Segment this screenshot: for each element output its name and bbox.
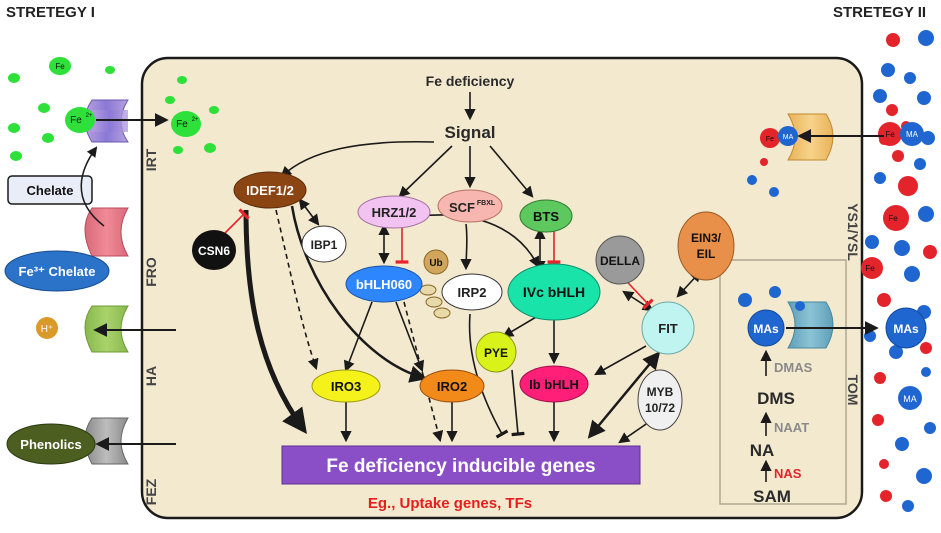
fe-ma-ma-label: MA (906, 130, 919, 139)
della-label: DELLA (600, 254, 640, 268)
ma-ion-label-out: MA (903, 394, 917, 404)
naat-label: NAAT (774, 420, 809, 435)
ein3-label-line1: EIN3/ (691, 231, 722, 245)
ib-bhlh-node (519, 365, 589, 403)
fe3-chelate (4, 250, 110, 292)
irp2-label: IRP2 (458, 285, 487, 300)
strategy-1-heading: STRETEGY I (6, 4, 95, 21)
myb-node (637, 369, 683, 431)
h-plus-label: H⁺ (41, 324, 54, 335)
fe2-ion-sup-3: 2+ (192, 117, 199, 123)
na-label: NA (750, 441, 775, 460)
chelate-box (7, 175, 93, 205)
myb-label-line1: MYB (647, 385, 674, 399)
pye-node (475, 331, 517, 373)
phenolics-label: Phenolics (20, 437, 81, 452)
iro3-label: IRO3 (331, 379, 361, 394)
fe2-ion-sup-2: 2+ (86, 113, 93, 119)
bts-label: BTS (533, 209, 559, 224)
fe-ma-in-ma-label: MA (783, 134, 794, 141)
tom-transporter (787, 301, 834, 349)
csn6-node (192, 230, 236, 270)
fe2-ions-inside: Fe 2+ (165, 76, 219, 154)
iro3-node (311, 369, 381, 403)
fe-ma-complex-inside: Fe MA (747, 126, 798, 197)
nas-label: NAS (774, 466, 802, 481)
hrz-node (357, 195, 431, 229)
ub-label: Ub (429, 258, 442, 269)
ein3-label-line2: EIL (697, 247, 716, 261)
pye-label: PYE (484, 346, 508, 360)
mas-inside-node (747, 309, 785, 347)
signal-label: Signal (444, 123, 495, 142)
ib-bhlh-label: Ib bHLH (529, 377, 579, 392)
target-genes-label: Fe deficiency inducible genes (326, 456, 595, 477)
fe2-ion-label-1: Fe (55, 62, 65, 71)
mas-outside-node (885, 307, 927, 349)
fe3-chelate-label: Fe³⁺ Chelate (19, 264, 96, 279)
sam-label: SAM (753, 487, 791, 506)
bhlh060-label: bHLH060 (356, 277, 412, 292)
bhlh060-node (345, 265, 423, 303)
iro2-node (419, 369, 485, 403)
tom-label: TOM (845, 375, 861, 406)
fe-ma-in-fe-label: Fe (766, 136, 774, 143)
ysl-label: YS1/YSL (845, 203, 861, 261)
mas-inside-particles (738, 286, 805, 311)
della-node (595, 235, 645, 285)
fit-node (641, 301, 695, 355)
ha-label: HA (143, 366, 159, 386)
fez-label: FEZ (143, 478, 159, 505)
mas-inside-label: MAs (753, 322, 779, 336)
target-genes-box (281, 445, 641, 485)
ub-node (423, 249, 449, 275)
ivc-bhlh-node (507, 263, 601, 321)
csn6-label: CSN6 (198, 244, 230, 258)
fe-deficiency-label: Fe deficiency (426, 73, 515, 89)
fro-label: FRO (143, 257, 159, 287)
myb-label-line2: 10/72 (645, 401, 675, 415)
phenolics (6, 423, 96, 465)
dms-label: DMS (757, 389, 795, 408)
irt-label: IRT (143, 148, 159, 171)
ein3-node (677, 211, 735, 281)
bts-node (519, 199, 573, 233)
fe3-ion-label-1: Fe (888, 214, 898, 223)
h-plus-ion (36, 317, 58, 339)
fe2-ion-label-3: Fe (176, 119, 188, 130)
network-edges (243, 92, 702, 444)
iro2-label: IRO2 (437, 379, 467, 394)
irp2-node (441, 273, 503, 311)
dmas-label: DMAS (774, 360, 813, 375)
idef-node (233, 171, 307, 209)
chelate-return-arrow (80, 146, 105, 227)
ubiquitin-chain (419, 284, 451, 319)
fit-label: FIT (658, 321, 678, 336)
eg-label: Eg., Uptake genes, TFs (368, 495, 532, 512)
hrz-label: HRZ1/2 (372, 205, 417, 220)
scf-superscript: FBXL (477, 200, 496, 207)
ibp1-node (301, 225, 347, 263)
scf-node (437, 189, 503, 223)
strategy-2-ions: Fe Fe MA (861, 30, 937, 512)
fe2-ion-label-2: Fe (70, 115, 82, 126)
ma-biosynthesis-box (719, 259, 847, 505)
scf-label-text: SCF (449, 200, 475, 215)
strategy-2-heading: STRETEGY II (833, 4, 926, 21)
fe-ma-complex-outside: Fe MA (878, 122, 924, 146)
fe2-ions-outside: Fe Fe 2+ (8, 57, 115, 161)
fe-ma-fe-label: Fe (885, 130, 895, 139)
idef-label: IDEF1/2 (246, 183, 294, 198)
scf-label: SCF (449, 200, 475, 215)
fe3-ion-label-2: Fe (865, 264, 875, 273)
mas-outside-label: MAs (893, 322, 919, 336)
ivc-bhlh-label: IVc bHLH (523, 284, 585, 300)
chelate-label: Chelate (27, 183, 74, 198)
fro-transporter (84, 207, 129, 257)
ibp1-label: IBP1 (311, 238, 338, 252)
